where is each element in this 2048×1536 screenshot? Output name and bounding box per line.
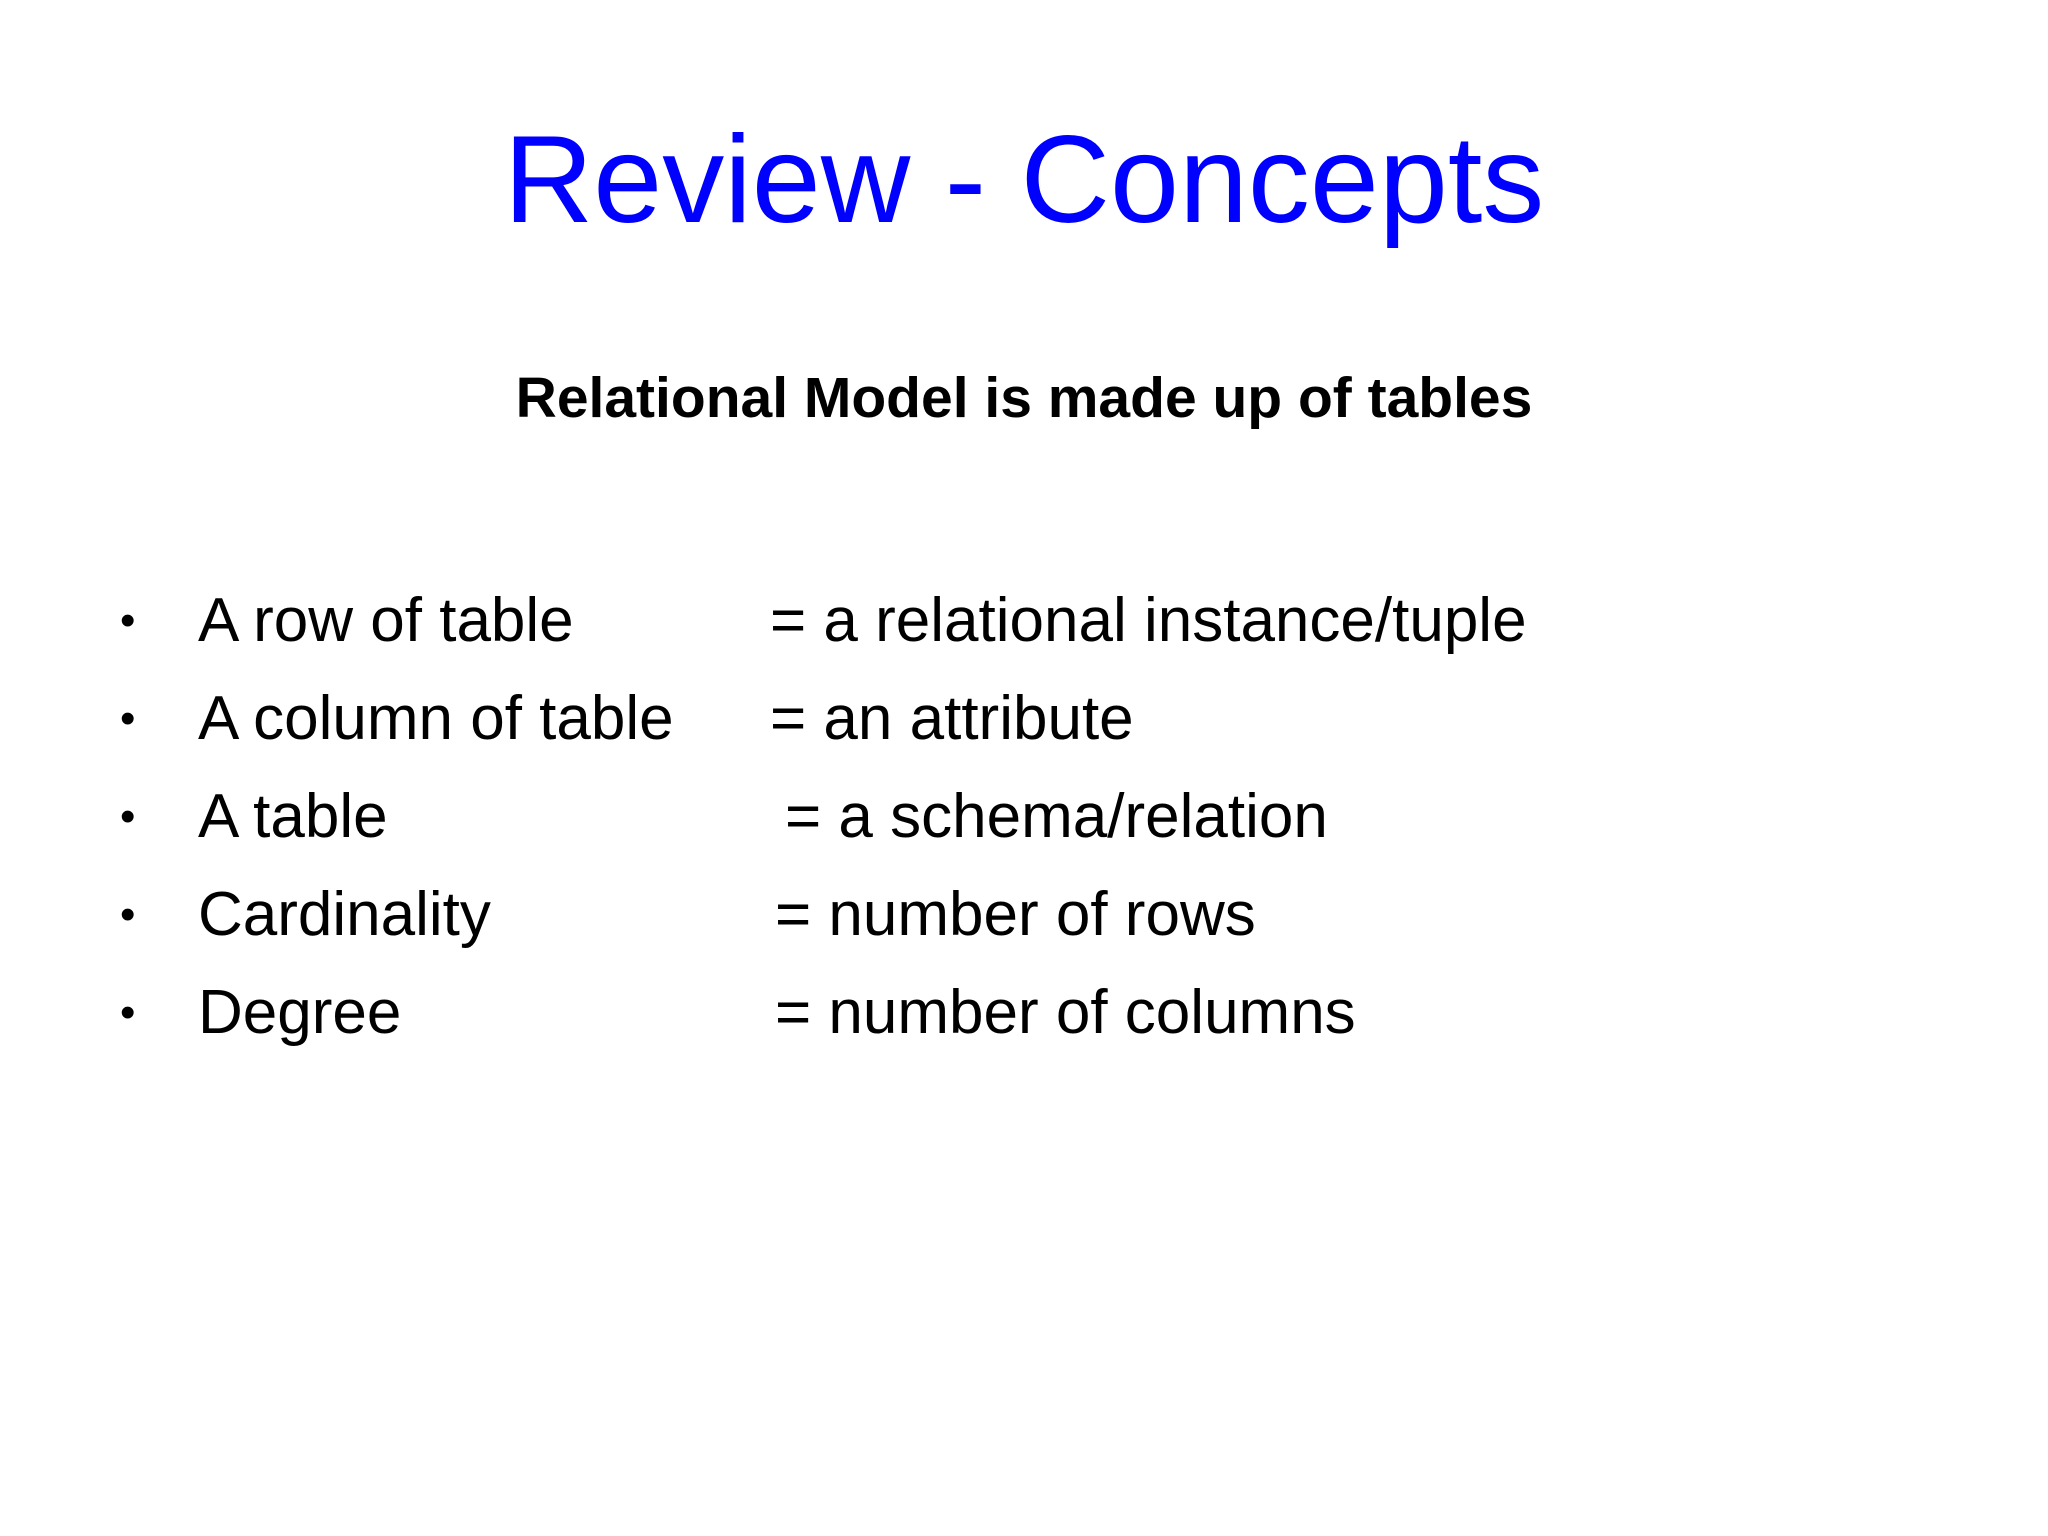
list-item: • A row of table = a relational instance… (110, 572, 1910, 670)
bullet-point-icon: • (120, 694, 136, 743)
list-item-term: A column of table (198, 684, 674, 753)
list-item: • A table = a schema/relation (110, 768, 1910, 866)
bullet-point-icon: • (120, 596, 136, 645)
list-item: • Degree = number of columns (110, 964, 1910, 1062)
list-item-term: Cardinality (198, 880, 491, 949)
list-item-definition: = number of columns (775, 978, 1356, 1047)
list-item-definition: = a schema/relation (785, 782, 1328, 851)
list-item-definition: = a relational instance/tuple (770, 586, 1527, 655)
bullet-point-icon: • (120, 988, 136, 1037)
list-item: • Cardinality = number of rows (110, 866, 1910, 964)
list-item-definition: = number of rows (775, 880, 1256, 949)
bullet-point-icon: • (120, 890, 136, 939)
slide-subtitle: Relational Model is made up of tables (515, 366, 1533, 430)
bullet-point-icon: • (120, 792, 136, 841)
bullet-list: • A row of table = a relational instance… (110, 572, 1910, 1062)
list-item: • A column of table = an attribute (110, 670, 1910, 768)
list-item-definition: = an attribute (770, 684, 1134, 753)
list-item-term: A row of table (198, 586, 574, 655)
page-title: Review - Concepts (503, 111, 1545, 249)
list-item-term: A table (198, 782, 388, 851)
list-item-term: Degree (198, 978, 402, 1047)
